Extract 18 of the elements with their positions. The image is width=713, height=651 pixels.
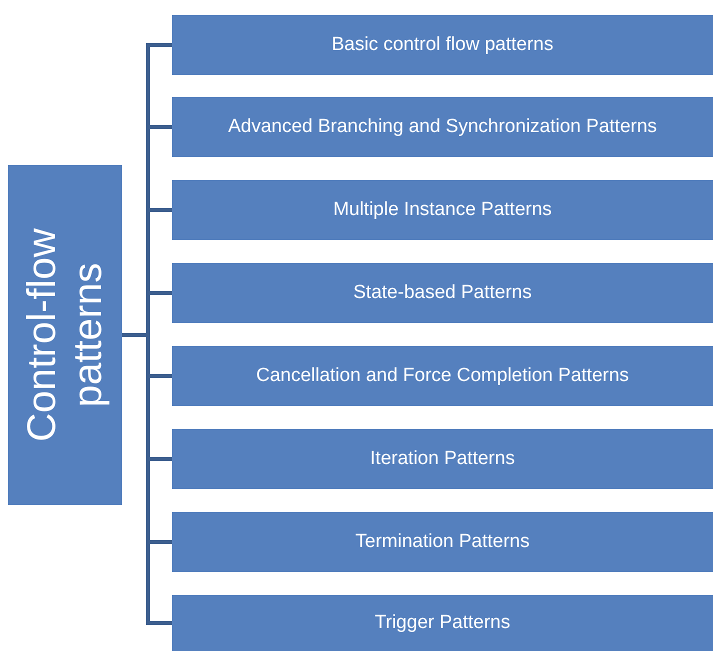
category-label: Cancellation and Force Completion Patterns <box>256 365 629 387</box>
category-label: Iteration Patterns <box>370 448 515 470</box>
category-label: Termination Patterns <box>355 531 530 553</box>
root-box <box>8 165 122 505</box>
category-label: Trigger Patterns <box>374 612 510 634</box>
category-label: Multiple Instance Patterns <box>333 199 552 221</box>
category-box <box>172 595 713 651</box>
category-box <box>172 97 713 157</box>
category-box <box>172 429 713 489</box>
category-box <box>172 346 713 406</box>
category-box <box>172 15 713 75</box>
category-label: State-based Patterns <box>353 282 532 304</box>
category-label: Basic control flow patterns <box>332 34 554 56</box>
root-label: Control-flow patterns <box>19 227 111 444</box>
category-box <box>172 263 713 323</box>
category-box <box>172 180 713 240</box>
category-box <box>172 512 713 572</box>
category-label: Advanced Branching and Synchronization Patterns <box>228 116 657 138</box>
